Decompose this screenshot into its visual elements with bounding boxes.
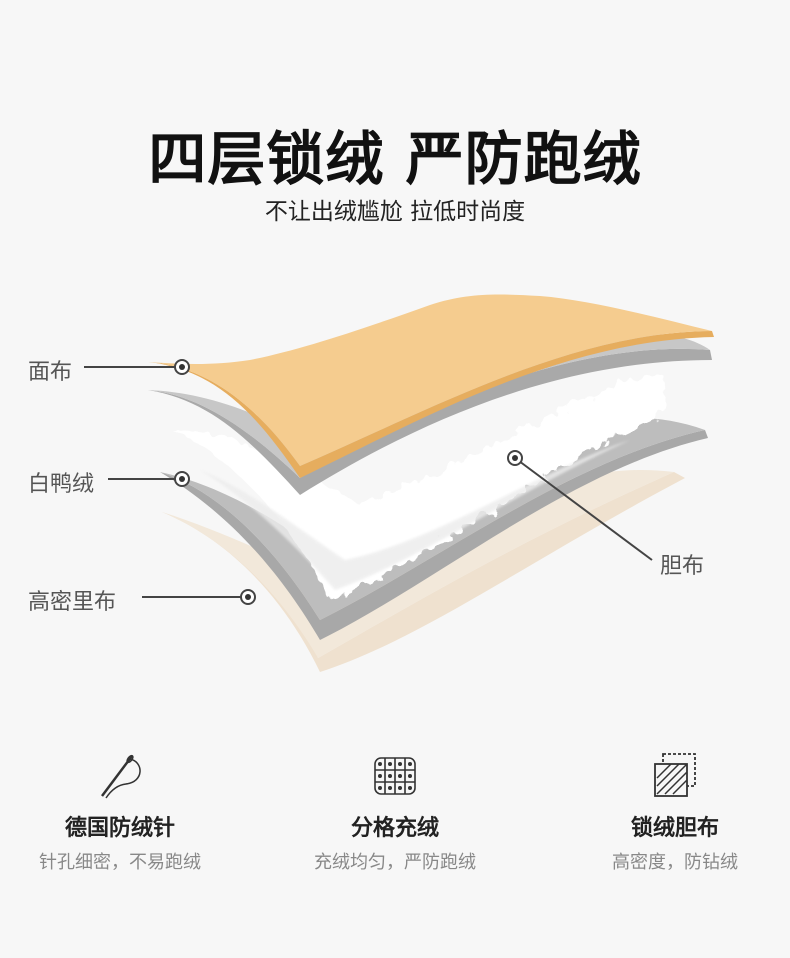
label-inner-fabric: 胆布 bbox=[660, 554, 705, 579]
needle-icon bbox=[101, 754, 141, 799]
feature-title: 德国防绒针 bbox=[64, 816, 175, 841]
feature-desc: 针孔细密，不易跑绒 bbox=[39, 852, 201, 873]
lining-layer bbox=[162, 472, 685, 672]
label-white-duck-down: 白鸭绒 bbox=[28, 472, 95, 497]
fabric-swatch-icon bbox=[654, 753, 696, 797]
callout-line-inner-fabric bbox=[514, 457, 653, 561]
label-outer-fabric: 面布 bbox=[28, 360, 73, 385]
feature-desc: 高密度，防钻绒 bbox=[612, 852, 738, 873]
feature-down-proof-fabric: 锁绒胆布 高密度，防钻绒 bbox=[555, 748, 790, 874]
page-title: 四层锁绒 严防跑绒 bbox=[148, 125, 642, 193]
grid-cells-icon bbox=[374, 757, 416, 795]
callout-dot-outer-fabric bbox=[174, 359, 190, 375]
callout-dot-down bbox=[174, 471, 190, 487]
callout-dot-inner-fabric bbox=[507, 450, 523, 466]
feature-desc: 充绒均匀，严防跑绒 bbox=[314, 852, 476, 873]
feature-needle: 德国防绒针 针孔细密，不易跑绒 bbox=[0, 748, 240, 874]
label-lining: 高密里布 bbox=[28, 590, 117, 615]
upper-gray-layer bbox=[148, 348, 712, 495]
outer-fabric-layer-top bbox=[148, 294, 712, 466]
down-layer bbox=[172, 372, 666, 600]
feature-title: 锁绒胆布 bbox=[630, 816, 719, 841]
feature-title: 分格充绒 bbox=[350, 816, 439, 841]
lower-gray-layer bbox=[160, 430, 708, 640]
callout-dot-lining bbox=[240, 589, 256, 605]
feature-grid-fill: 分格充绒 充绒均匀，严防跑绒 bbox=[275, 748, 515, 874]
page-subtitle: 不让出绒尴尬 拉低时尚度 bbox=[264, 199, 526, 225]
down-layer-shade bbox=[200, 440, 630, 590]
